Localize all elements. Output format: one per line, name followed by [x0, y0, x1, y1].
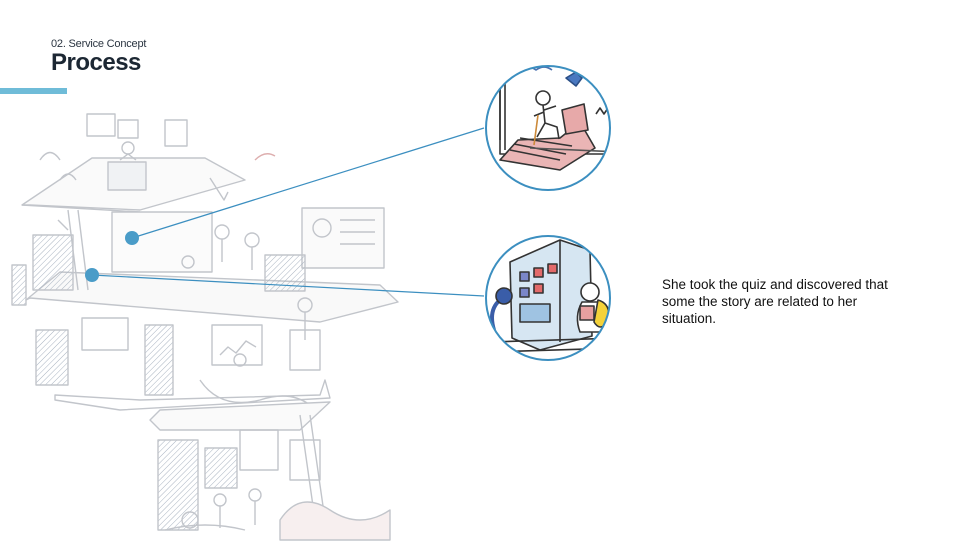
scene-caption: She took the quiz and discovered that so… [662, 277, 888, 326]
building-sketch [11, 113, 399, 541]
hotspot-marker-1[interactable] [125, 231, 139, 245]
callout-line-2 [91, 274, 485, 297]
callout-line-1 [131, 127, 485, 239]
accent-bar [0, 88, 67, 94]
section-label: 02. Service Concept [51, 38, 147, 50]
zoom-detail-kiosk [485, 235, 611, 361]
page-title: Process [51, 49, 141, 76]
zoom-detail-stairs [485, 65, 611, 191]
hotspot-marker-2[interactable] [85, 268, 99, 282]
